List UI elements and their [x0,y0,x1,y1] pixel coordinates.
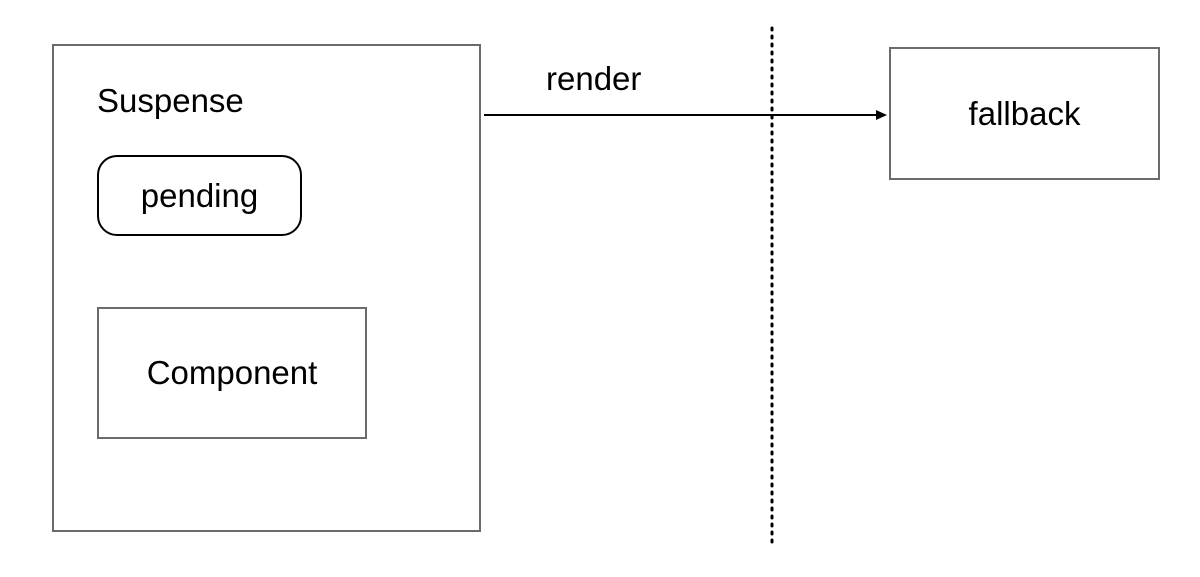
component-node: Component [97,307,367,439]
render-edge-label: render [546,60,642,97]
suspense-label: Suspense [97,82,244,119]
fallback-node: fallback [889,47,1160,180]
render-arrow-head [876,110,887,120]
suspense-container [52,44,481,532]
pending-state-node: pending [97,155,302,236]
